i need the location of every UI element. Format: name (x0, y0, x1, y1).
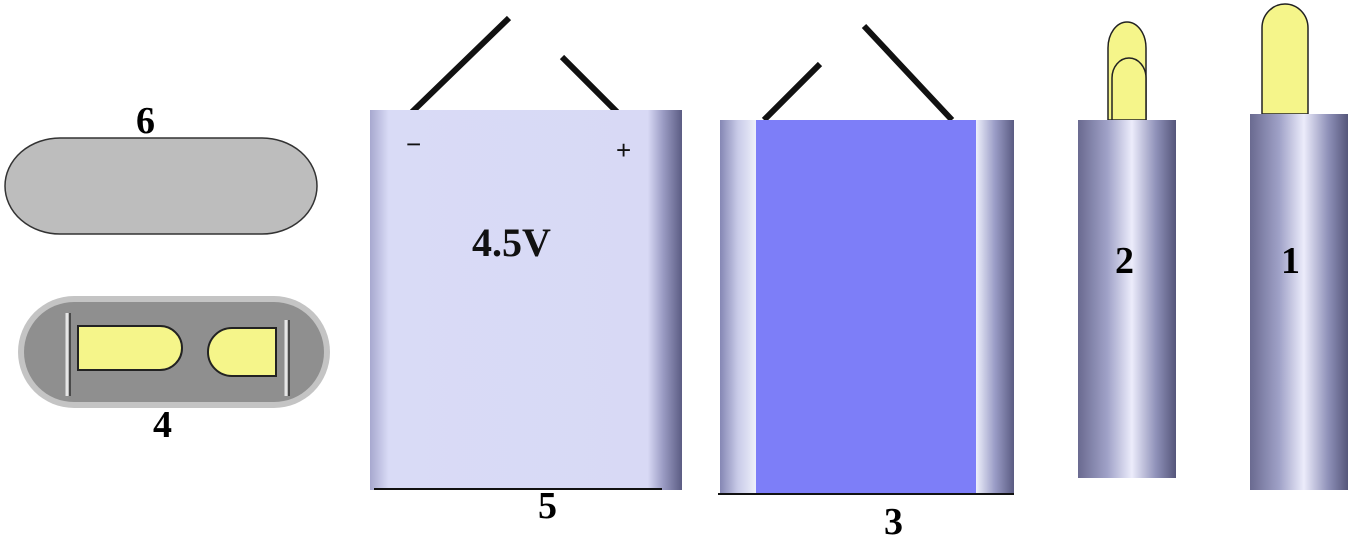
plus-sign: + (616, 135, 631, 165)
label-6: 6 (136, 100, 155, 142)
part-5-flat-battery: − + 4.5V (370, 15, 682, 490)
tray-cell-right (207, 327, 277, 377)
cap-shape (4, 137, 318, 235)
label-4: 4 (153, 404, 172, 446)
cell-body (1078, 120, 1176, 478)
rim-left (720, 120, 756, 494)
wire-negative (409, 15, 512, 115)
part-1-cylinder-cell (1250, 3, 1348, 490)
inner-face (756, 120, 976, 494)
wire-left (761, 61, 823, 123)
rim-right (976, 120, 1014, 494)
part-3-open-battery (718, 23, 1014, 495)
label-1: 1 (1281, 240, 1300, 282)
cell-body (1250, 114, 1348, 490)
label-2: 2 (1115, 240, 1134, 282)
voltage-label: 4.5V (472, 220, 551, 265)
minus-sign: − (406, 129, 421, 159)
part-4-cell-tray (18, 296, 330, 408)
terminal-lower (1111, 57, 1147, 121)
label-5: 5 (538, 485, 557, 527)
tray-cell-left (77, 325, 183, 371)
wire-right (861, 23, 955, 123)
battery-body (370, 110, 682, 490)
part-2-cylinder-cell (1078, 21, 1176, 478)
wire-positive (559, 54, 620, 115)
label-3: 3 (884, 501, 903, 543)
terminal (1261, 3, 1309, 115)
part-6-cap (4, 137, 318, 235)
